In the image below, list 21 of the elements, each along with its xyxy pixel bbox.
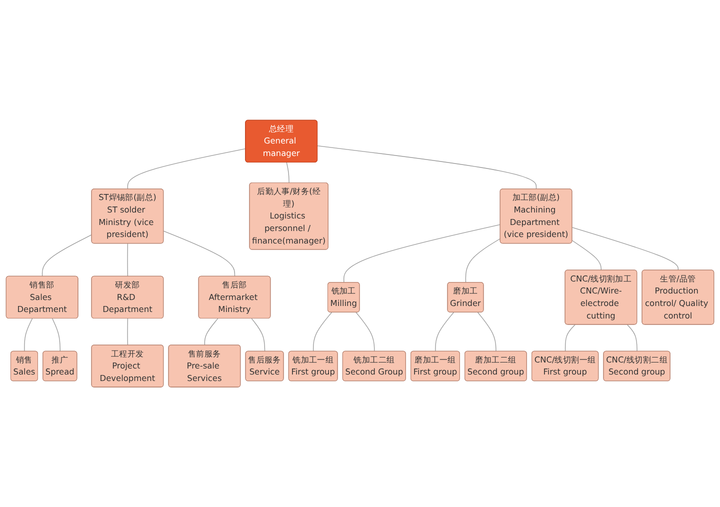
connector (572, 226, 679, 270)
connector (127, 318, 128, 346)
connector (312, 312, 332, 352)
connector (572, 240, 602, 270)
connector (356, 312, 375, 352)
connector (317, 145, 537, 190)
connector (163, 230, 236, 277)
connector (204, 318, 218, 346)
connector (24, 318, 33, 352)
connector (127, 243, 128, 277)
connector (477, 312, 496, 352)
connector (626, 324, 638, 352)
connector (52, 318, 60, 352)
connector (127, 148, 246, 190)
connector (564, 324, 576, 352)
connector (344, 224, 501, 283)
connector (465, 238, 501, 283)
connector (286, 162, 290, 184)
connector (42, 234, 92, 277)
connector (251, 318, 266, 352)
connector (435, 312, 454, 352)
